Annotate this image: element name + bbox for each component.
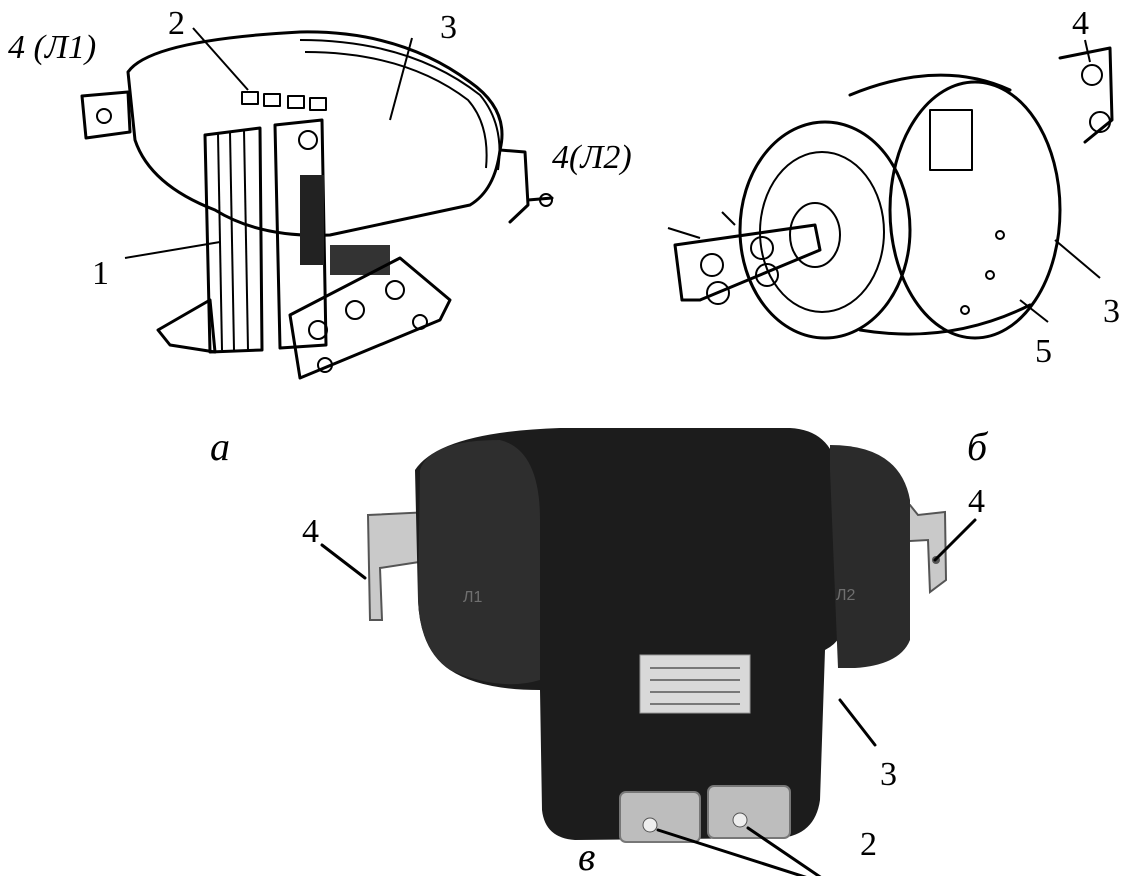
secondary-terminal [287,95,305,109]
figure-a-drawing [80,27,554,380]
label-a-terminal-right: 4(Л2) [552,139,632,176]
body-mark-right: Л2 [836,587,856,604]
bushing [789,202,841,268]
leader-b-4 [1084,39,1091,63]
label-c-terminal-right: 4 [968,483,985,520]
secondary-terminal-block-2 [707,785,791,839]
right-terminal-tab [498,148,530,224]
inner-ring [759,151,885,313]
label-c-secondary: 2 [860,826,877,863]
left-terminal-tab [80,90,132,140]
secondary-terminal [241,91,259,105]
leader-c-4-right [933,518,977,562]
leader-b-5 [1019,299,1049,323]
label-a-housing: 3 [440,9,457,46]
label-c-housing: 3 [880,756,897,793]
housing-bottom-edge [858,303,1032,336]
primary-bar [673,223,822,302]
leader-c-3 [838,698,877,747]
right-lobe [830,445,910,668]
leader-c-4-left [320,543,367,580]
label-a-terminal-left: 4 (Л1) [8,29,96,66]
base-foot-left [156,298,217,354]
label-a-core: 1 [92,255,109,292]
figure-c-photo [320,428,977,876]
secondary-terminal-block-1 [619,791,701,843]
left-lobe [418,440,540,685]
core-laminations [203,126,264,354]
coil-shade [330,245,390,275]
caption-a: а [210,424,230,469]
nameplate [929,109,973,171]
terminal-nut [539,193,553,207]
caption-c: в [578,834,595,876]
housing-rib [304,51,488,169]
core-limb [273,118,328,350]
leader-b-3 [1054,239,1101,279]
top-terminal [1058,46,1114,144]
figure-b-drawing [667,39,1114,340]
base-foot-right [288,256,452,380]
front-face [738,120,912,340]
caption-b: б [967,424,989,469]
housing-top-edge [848,73,1012,97]
secondary-terminal [309,97,327,111]
label-b-flange: 5 [1035,333,1052,370]
label-b-housing: 3 [1103,293,1120,330]
secondary-terminal [263,93,281,107]
rear-flange [888,80,1062,340]
leader-3 [389,37,413,121]
leader-1 [124,241,221,259]
winding-shade [300,175,324,265]
label-b-terminal: 4 [1072,5,1089,42]
label-a-secondary: 2 [168,5,185,42]
leader-2 [192,27,249,91]
body-mark-left: Л1 [463,589,483,606]
tab-hole [96,108,112,124]
label-c-terminal-left: 4 [302,513,319,550]
housing-outline [126,30,504,237]
housing-rib [299,39,501,171]
